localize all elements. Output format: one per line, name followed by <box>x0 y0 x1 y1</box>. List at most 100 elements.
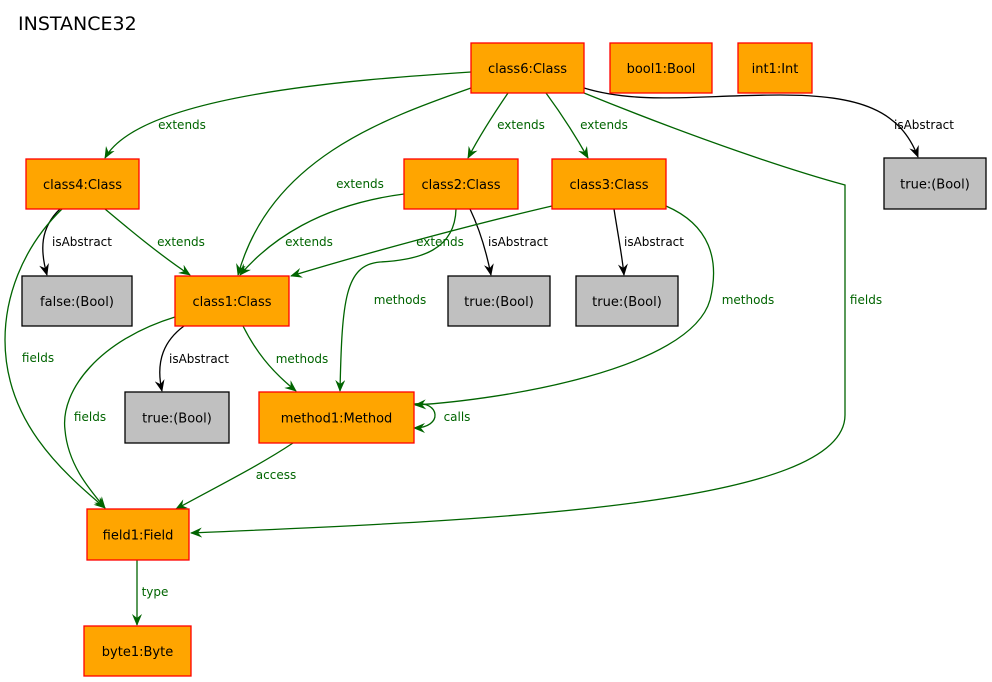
node-label: true:(Bool) <box>464 295 534 310</box>
node-true_c1[interactable]: true:(Bool) <box>124 391 230 444</box>
node-label: true:(Bool) <box>900 178 970 193</box>
node-byte1[interactable]: byte1:Byte <box>83 625 192 677</box>
edge-line <box>242 325 297 392</box>
node-label: true:(Bool) <box>592 295 662 310</box>
node-class2[interactable]: class2:Class <box>403 158 519 210</box>
edge-label: methods <box>374 293 427 307</box>
edge-line <box>469 208 494 276</box>
edge-label: fields <box>850 293 882 307</box>
edge-class6-fields-field1: fields <box>190 92 882 538</box>
node-true_c3[interactable]: true:(Bool) <box>575 275 679 327</box>
edge-label: isAbstract <box>169 352 229 366</box>
edge-line <box>413 403 436 433</box>
object-box <box>174 275 290 327</box>
edge-class6-isAbstract-true_c6: isAbstract <box>583 87 954 158</box>
edge-class3-extends-class1: extends <box>290 205 553 278</box>
edge-class6-extends-class3: extends <box>545 92 628 159</box>
edge-label: extends <box>158 118 206 132</box>
node-label: class3:Class <box>569 178 648 193</box>
edge-class4-fields-field1: fields <box>4 208 106 509</box>
edge-line <box>239 193 405 276</box>
edge-line <box>467 92 509 159</box>
edge-label: fields <box>22 351 54 365</box>
edge-line <box>104 71 472 159</box>
edge-class2-methods-method1: methods <box>335 208 457 392</box>
edge-label: access <box>256 468 296 482</box>
node-label: class6:Class <box>488 62 567 77</box>
edge-class1-methods-method1: methods <box>242 325 329 392</box>
object-box <box>609 42 713 94</box>
edge-line <box>63 316 176 509</box>
edge-line <box>414 205 715 410</box>
node-label: method1:Method <box>281 412 393 427</box>
object-box <box>551 158 667 210</box>
edge-field1-type-byte1: type <box>132 560 169 626</box>
node-label: byte1:Byte <box>102 645 173 660</box>
object-box <box>470 42 585 94</box>
edge-label: type <box>142 585 169 599</box>
edge-class2-extends-class1: extends <box>239 193 405 276</box>
node-true_c2[interactable]: true:(Bool) <box>447 275 551 327</box>
value-box <box>447 275 551 327</box>
node-label: field1:Field <box>103 529 174 544</box>
edge-label: extends <box>285 235 333 249</box>
edge-class6-extends-class2: extends <box>467 92 545 159</box>
node-class3[interactable]: class3:Class <box>551 158 667 210</box>
edge-line <box>39 208 61 276</box>
node-field1[interactable]: field1:Field <box>86 508 190 561</box>
node-label: class1:Class <box>192 295 271 310</box>
edge-class3-methods-method1: methods <box>414 205 775 410</box>
edge-label: methods <box>722 293 775 307</box>
node-class4[interactable]: class4:Class <box>25 158 140 210</box>
node-method1[interactable]: method1:Method <box>258 391 415 444</box>
edge-line <box>545 92 589 159</box>
node-label: bool1:Bool <box>627 62 696 77</box>
edge-line <box>583 87 919 158</box>
edge-class3-isAbstract-true_c3: isAbstract <box>613 208 684 276</box>
nodes-layer: class6:Class bool1:Bool int1:Int true:(Bool… <box>21 42 987 677</box>
node-label: class4:Class <box>43 178 122 193</box>
edge-label: isAbstract <box>488 235 548 249</box>
edge-label: isAbstract <box>894 118 954 132</box>
node-int1[interactable]: int1:Int <box>737 42 813 94</box>
edge-line <box>290 205 553 278</box>
node-label: int1:Int <box>752 62 799 77</box>
edge-line <box>4 208 106 509</box>
object-box <box>258 391 415 444</box>
node-label: true:(Bool) <box>142 412 212 427</box>
object-box <box>403 158 519 210</box>
node-label: false:(Bool) <box>40 295 114 310</box>
edge-line <box>154 325 185 392</box>
object-box <box>83 625 192 677</box>
node-class1[interactable]: class1:Class <box>174 275 290 327</box>
edge-line <box>613 208 628 276</box>
edge-label: extends <box>497 118 545 132</box>
node-true_c6[interactable]: true:(Bool) <box>883 157 987 210</box>
edge-class6-extends-class4: extends <box>104 71 472 159</box>
value-box <box>21 275 133 327</box>
edge-line <box>190 92 846 538</box>
edge-label: extends <box>157 235 205 249</box>
edge-method1-access-field1: access <box>175 442 296 510</box>
diagram-title: INSTANCE32 <box>18 13 137 35</box>
node-bool1[interactable]: bool1:Bool <box>609 42 713 94</box>
value-box <box>575 275 679 327</box>
edge-label: methods <box>276 352 329 366</box>
object-box <box>25 158 140 210</box>
edge-label: isAbstract <box>624 235 684 249</box>
edge-label: isAbstract <box>52 235 112 249</box>
edge-class4-extends-class1: extends <box>104 208 205 276</box>
object-box <box>737 42 813 94</box>
node-class6[interactable]: class6:Class <box>470 42 585 94</box>
edge-label: fields <box>74 410 106 424</box>
node-false_c4[interactable]: false:(Bool) <box>21 275 133 327</box>
object-box <box>86 508 190 561</box>
edge-class1-isAbstract-true_c1: isAbstract <box>154 325 229 392</box>
edge-class1-fields-field1: fields <box>63 316 176 509</box>
edge-label: calls <box>444 410 471 424</box>
edge-label: extends <box>336 177 384 191</box>
edge-class2-isAbstract-true_c2: isAbstract <box>469 208 548 276</box>
value-box <box>124 391 230 444</box>
